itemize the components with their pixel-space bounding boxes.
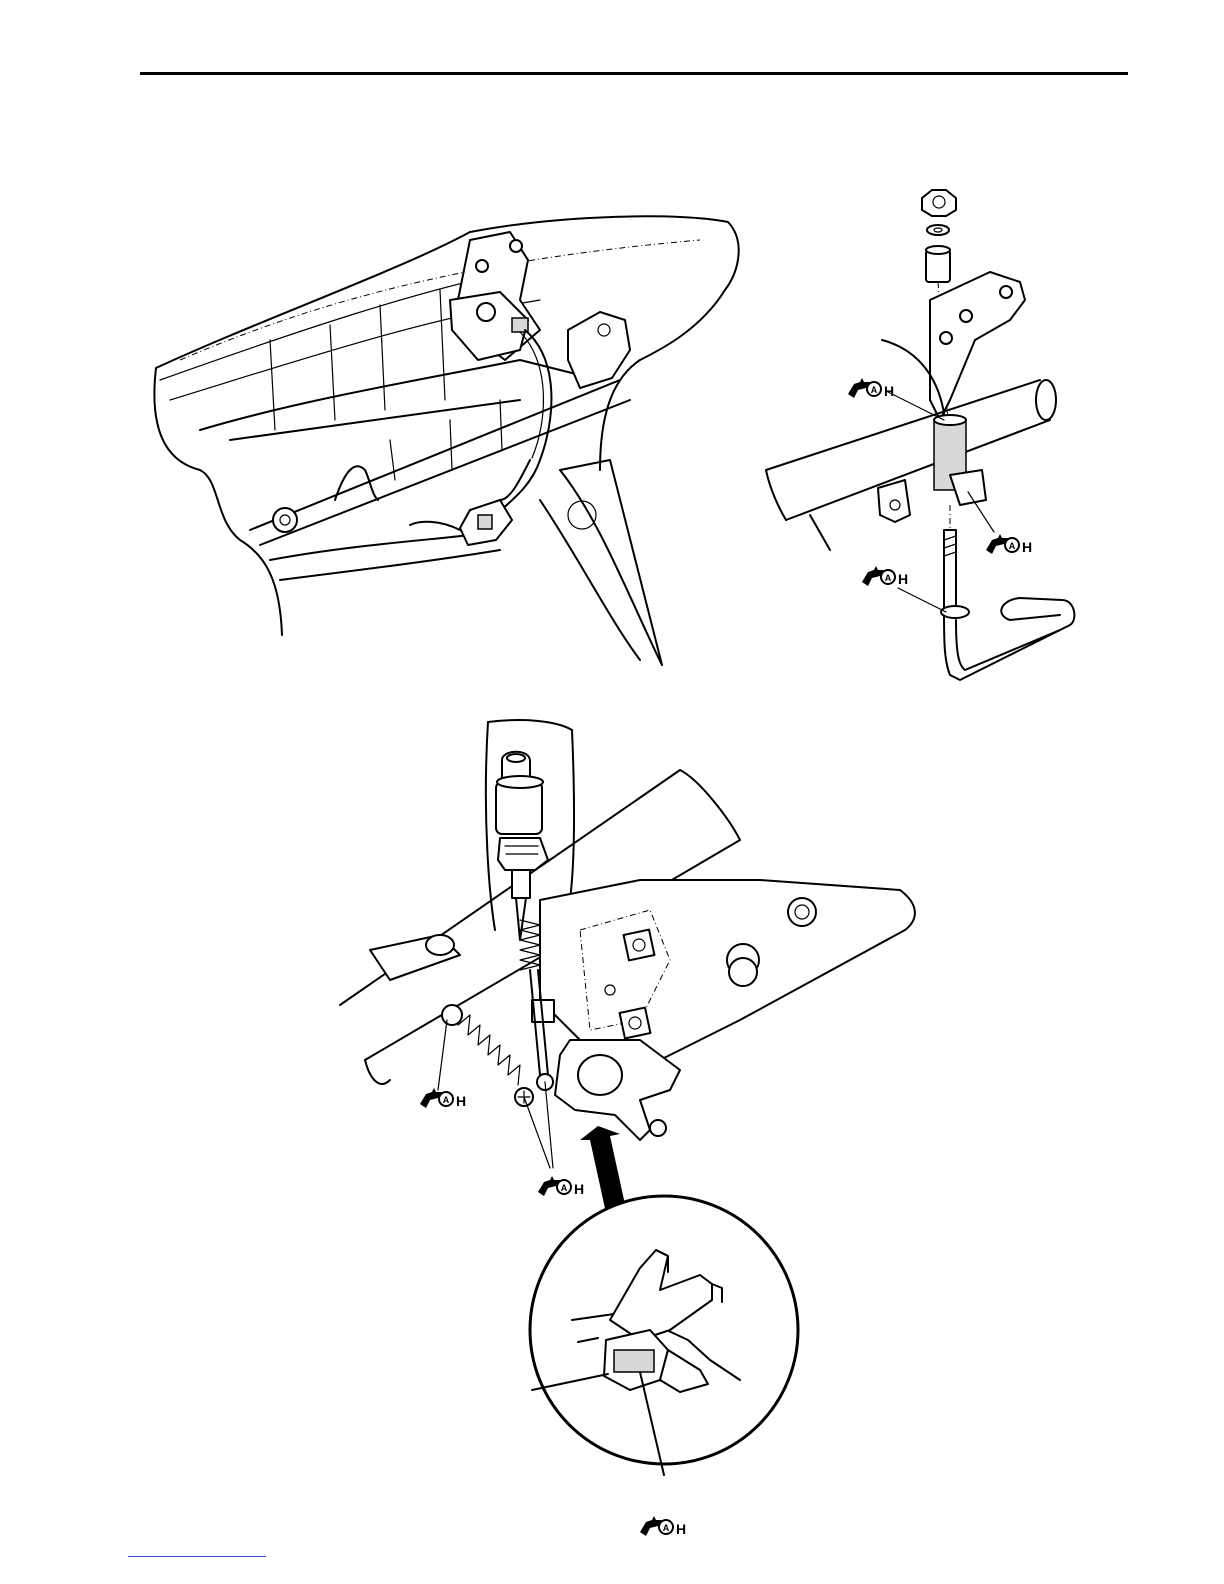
pivot-detail-figure [530,1196,798,1475]
grease-letter: A [885,573,892,583]
grease-symbol-side-stand-bracket: A H [986,534,1032,555]
grease-suffix: H [1022,539,1032,555]
grease-suffix: H [884,383,894,399]
grease-suffix: H [574,1181,584,1197]
grease-symbol-pivot-detail: A H [640,1516,686,1537]
grease-symbol-side-stand-pivot: A H [848,378,894,399]
grease-suffix: H [898,571,908,587]
grease-letter: A [871,385,878,395]
footer-link-underline[interactable] [128,1556,266,1557]
frame-wiring-figure [154,216,738,665]
grease-suffix: H [676,1521,686,1537]
switch-assembly-figure [340,720,915,1222]
grease-letter: A [443,1095,450,1105]
grease-letter: A [663,1523,670,1533]
side-stand-figure [766,190,1074,680]
grease-letter: A [561,1183,568,1193]
grease-symbol-spring-pin: A H [420,1088,466,1109]
grease-letter: A [1009,541,1016,551]
grease-suffix: H [456,1093,466,1109]
grease-symbol-switch-screws: A H [538,1176,584,1197]
grease-symbol-side-stand-bolt: A H [862,566,908,587]
